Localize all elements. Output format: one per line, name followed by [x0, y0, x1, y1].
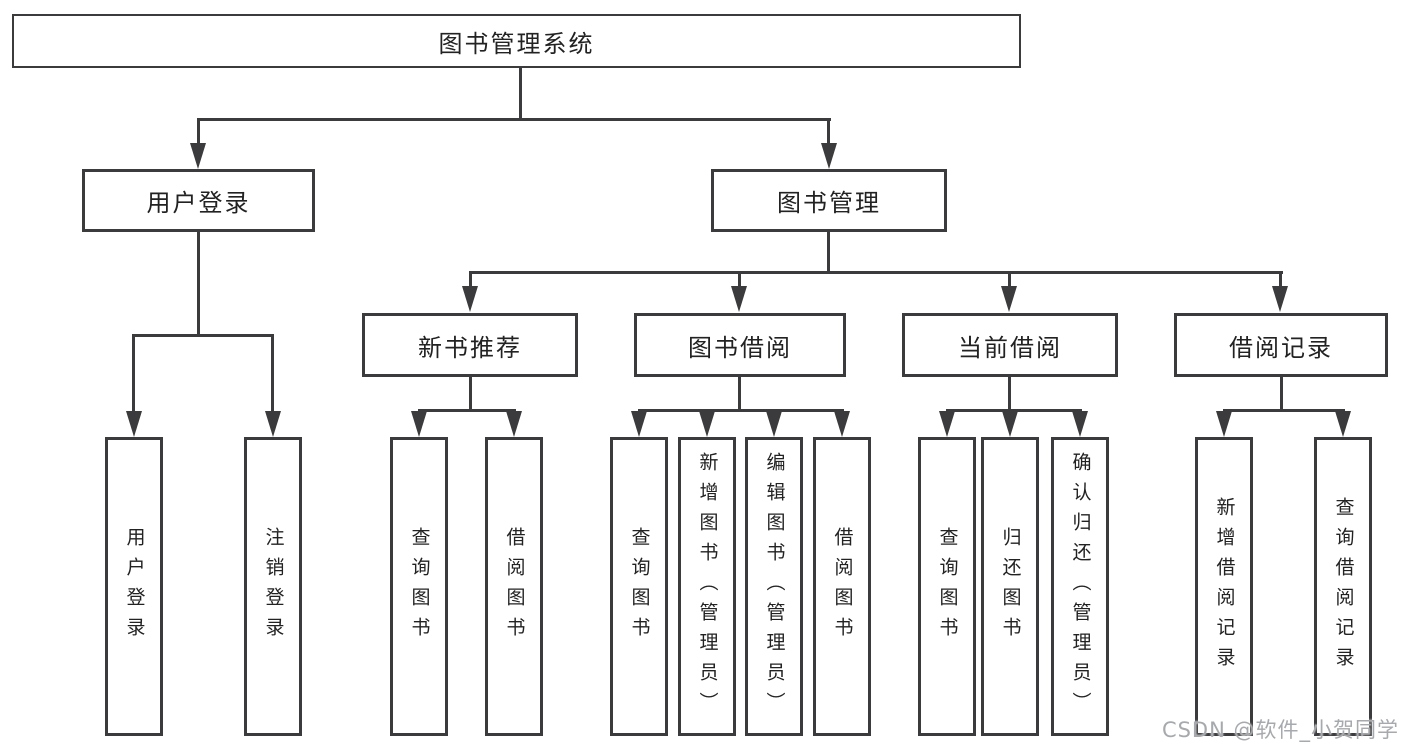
arrow-down-icon	[1002, 411, 1018, 437]
connector-line	[1280, 377, 1283, 411]
arrow-down-icon	[1072, 411, 1088, 437]
leaf-add-book-admin: 新增图书（管理员）	[678, 437, 736, 736]
leaf-query-book-borrowing: 查询图书	[610, 437, 668, 736]
connector-line	[132, 334, 135, 414]
leaf-return-book: 归还图书	[981, 437, 1039, 736]
connector-line	[519, 68, 522, 120]
node-label: 用户登录	[146, 189, 251, 217]
arrow-down-icon	[411, 411, 427, 437]
node-label: 查询图书	[628, 526, 651, 647]
arrow-down-icon	[126, 411, 142, 437]
connector-line	[827, 118, 830, 148]
connector-line	[1223, 409, 1345, 412]
connector-line	[418, 409, 516, 412]
leaf-borrow-book-recommendation: 借阅图书	[485, 437, 543, 736]
connector-line	[738, 271, 741, 289]
node-label: 查询借阅记录	[1332, 496, 1355, 677]
arrow-down-icon	[506, 411, 522, 437]
arrow-down-icon	[631, 411, 647, 437]
connector-line	[1279, 271, 1282, 289]
node-user-login: 用户登录	[82, 169, 315, 232]
leaf-query-borrow-record: 查询借阅记录	[1314, 437, 1372, 736]
arrow-down-icon	[699, 411, 715, 437]
arrow-down-icon	[1001, 286, 1017, 312]
watermark: CSDN @软件_小贺同学	[1161, 718, 1399, 742]
leaf-borrow-book: 借阅图书	[813, 437, 871, 736]
connector-line	[469, 377, 472, 411]
arrow-down-icon	[834, 411, 850, 437]
connector-line	[469, 271, 1283, 274]
arrow-down-icon	[939, 411, 955, 437]
node-book-management: 图书管理	[711, 169, 947, 232]
node-label: 借阅记录	[1229, 333, 1333, 362]
node-new-book-recommendation: 新书推荐	[362, 313, 578, 377]
connector-line	[197, 118, 831, 121]
node-label: 新书推荐	[418, 333, 522, 362]
leaf-add-borrow-record: 新增借阅记录	[1195, 437, 1253, 736]
connector-line	[1008, 377, 1011, 411]
node-label: 注销登录	[262, 526, 285, 647]
node-label: 编辑图书（管理员）	[763, 451, 786, 722]
leaf-edit-book-admin: 编辑图书（管理员）	[745, 437, 803, 736]
arrow-down-icon	[821, 143, 837, 169]
arrow-down-icon	[766, 411, 782, 437]
leaf-user-login: 用户登录	[105, 437, 163, 736]
connector-line	[469, 271, 472, 289]
connector-line	[132, 334, 274, 337]
node-label: 新增借阅记录	[1213, 496, 1236, 677]
arrow-down-icon	[731, 286, 747, 312]
node-label: 借阅图书	[831, 526, 854, 647]
node-book-borrowing: 图书借阅	[634, 313, 846, 377]
leaf-logout: 注销登录	[244, 437, 302, 736]
node-label: 查询图书	[408, 526, 431, 647]
connector-line	[738, 377, 741, 411]
node-label: 借阅图书	[503, 526, 526, 647]
connector-line	[1008, 271, 1011, 289]
arrow-down-icon	[1335, 411, 1351, 437]
connector-line	[946, 409, 1082, 412]
node-label: 查询图书	[936, 526, 959, 647]
connector-line	[271, 334, 274, 414]
node-label: 确认归还（管理员）	[1069, 451, 1092, 722]
node-label: 图书管理	[777, 189, 881, 217]
node-label: 归还图书	[999, 526, 1022, 647]
arrow-down-icon	[190, 143, 206, 169]
arrow-down-icon	[462, 286, 478, 312]
connector-line	[827, 232, 830, 274]
node-label: 当前借阅	[958, 333, 1062, 362]
leaf-confirm-return-admin: 确认归还（管理员）	[1051, 437, 1109, 736]
node-label: 用户登录	[123, 526, 146, 647]
leaf-query-book-recommendation: 查询图书	[390, 437, 448, 736]
node-label: 图书管理系统	[438, 29, 595, 58]
connector-line	[638, 409, 844, 412]
arrow-down-icon	[1272, 286, 1288, 312]
leaf-query-book-current: 查询图书	[918, 437, 976, 736]
node-library-management-system: 图书管理系统	[12, 14, 1021, 68]
connector-line	[197, 118, 200, 148]
arrow-down-icon	[1216, 411, 1232, 437]
node-label: 新增图书（管理员）	[696, 451, 719, 722]
node-current-borrowing: 当前借阅	[902, 313, 1118, 377]
node-label: 图书借阅	[688, 333, 792, 362]
arrow-down-icon	[265, 411, 281, 437]
node-borrowing-records: 借阅记录	[1174, 313, 1388, 377]
connector-line	[197, 232, 200, 337]
